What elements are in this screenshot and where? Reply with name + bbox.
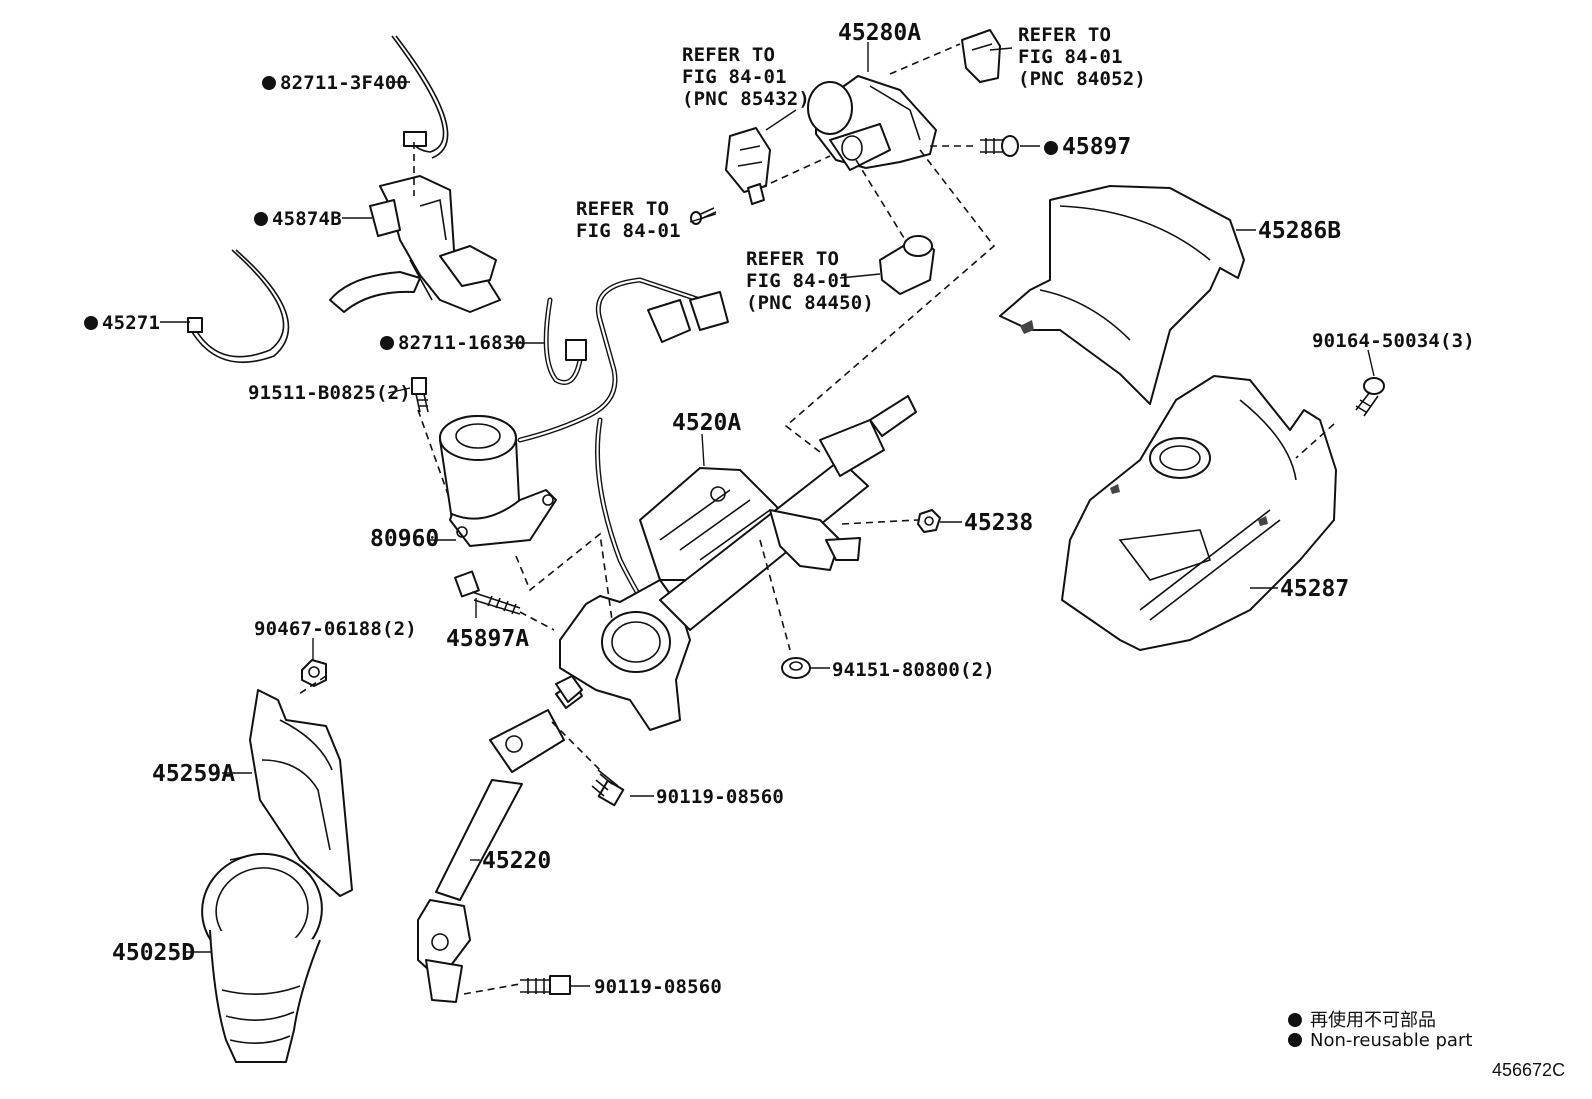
legend-english: Non-reusable part: [1288, 1030, 1472, 1051]
sensor-84052: [961, 29, 1001, 83]
label-45280a: 45280A: [838, 20, 922, 46]
bolt-45897a: [454, 570, 521, 615]
legend-japanese: 再使用不可部品: [1288, 1006, 1436, 1032]
screw-90164: [1355, 377, 1385, 417]
label-45286b: 45286B: [1258, 218, 1342, 244]
non-reusable-dot: [1288, 1033, 1302, 1047]
label-82711-16830: 82711-16830: [380, 332, 526, 354]
non-reusable-dot: [84, 316, 98, 330]
label-90467: 90467-06188(2): [254, 618, 417, 640]
leader-lines: [160, 42, 1375, 987]
lock-assembly-45280a: [807, 75, 937, 171]
label-45287: 45287: [1280, 576, 1350, 602]
connector-84450: [879, 235, 935, 295]
upper-column-cover: [999, 185, 1245, 405]
switch-85432: [725, 127, 771, 205]
label-45025d: 45025D: [112, 940, 196, 966]
non-reusable-dot: [262, 76, 276, 90]
non-reusable-dot: [254, 212, 268, 226]
label-82711-3f400: 82711-3F400: [262, 72, 408, 94]
power-steering-motor: [439, 415, 557, 547]
label-45259a: 45259A: [152, 761, 236, 787]
figure-number: 456672C: [1492, 1060, 1566, 1080]
wire-tie-upper: [391, 35, 449, 159]
non-reusable-dot: [380, 336, 394, 350]
intermediate-shaft: [417, 681, 583, 1003]
non-reusable-dot: [1044, 141, 1058, 155]
label-90119-lower: 90119-08560: [594, 976, 723, 998]
label-45897: 45897: [1044, 134, 1131, 160]
screw-refer: [690, 207, 717, 225]
lock-housing: [329, 175, 501, 313]
bolt-90119-upper: [591, 769, 625, 807]
label-80960: 80960: [370, 526, 440, 552]
label-90164: 90164-50034(3): [1312, 330, 1475, 352]
refer-note-84052: REFER TO FIG 84-01 (PNC 84052): [1018, 24, 1147, 90]
label-90119-upper: 90119-08560: [656, 786, 785, 808]
refer-note-84450: REFER TO FIG 84-01 (PNC 84450): [746, 248, 875, 314]
motor-wire-harness: [517, 277, 729, 643]
column-hole-cover: [249, 689, 353, 897]
assembly-dash-lines: [295, 43, 1335, 995]
non-reusable-dot: [1288, 1013, 1302, 1027]
label-45874b: 45874B: [254, 208, 342, 230]
nut-45238: [917, 509, 941, 533]
screw-45897: [980, 135, 1019, 157]
label-45271: 45271: [84, 312, 160, 334]
label-4520a: 4520A: [672, 410, 742, 436]
wire-tie-lower: [187, 249, 290, 363]
nut-90467: [301, 659, 327, 687]
steering-column-body: [555, 395, 917, 731]
bolt-90119-lower: [520, 975, 571, 995]
washer-94151: [781, 657, 811, 679]
label-45897a: 45897A: [446, 626, 530, 652]
lower-column-cover: [1061, 375, 1337, 651]
label-45238: 45238: [964, 510, 1034, 536]
refer-note-screw: REFER TO FIG 84-01: [576, 198, 681, 242]
label-94151: 94151-80800(2): [832, 659, 995, 681]
steering-boot: [201, 852, 323, 1063]
label-45220: 45220: [482, 848, 552, 874]
screw-91511: [411, 377, 429, 413]
label-91511: 91511-B0825(2): [248, 382, 411, 404]
refer-note-85432: REFER TO FIG 84-01 (PNC 85432): [682, 44, 811, 110]
